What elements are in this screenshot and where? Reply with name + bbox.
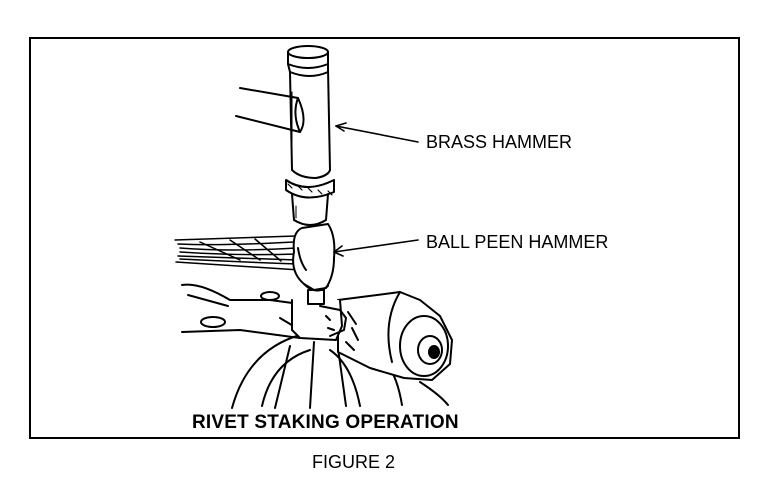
brass-hammer-head-drawing — [285, 45, 335, 226]
motor-body-drawing — [337, 291, 453, 381]
operation-caption: RIVET STAKING OPERATION — [192, 412, 459, 433]
ball-peen-handle-drawing — [174, 235, 301, 271]
figure-frame — [29, 37, 740, 439]
brass-handle-drawing — [235, 87, 305, 133]
leader-arrows — [333, 122, 419, 257]
rivet-fixture-drawing — [291, 289, 347, 341]
ball-peen-head-drawing — [292, 223, 336, 292]
figure-caption: FIGURE 2 — [312, 452, 396, 472]
ball-peen-hammer-label: BALL PEEN HAMMER — [426, 232, 609, 252]
brass-hammer-label: BRASS HAMMER — [426, 132, 573, 152]
